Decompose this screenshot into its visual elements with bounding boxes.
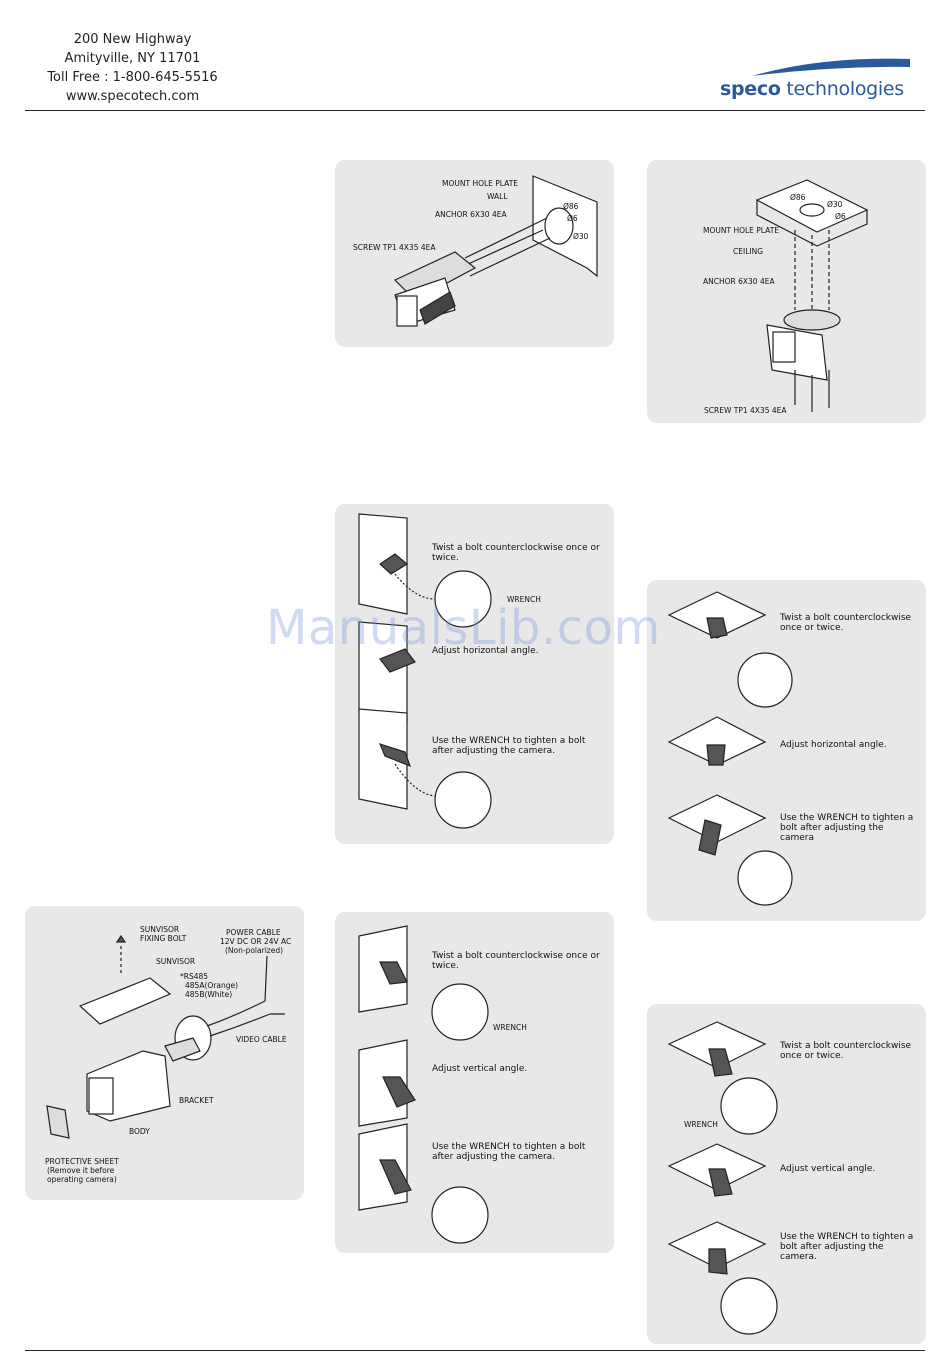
ceiling-horizontal-illustration: [667, 591, 793, 906]
label-mount-hole-plate: MOUNT HOLE PLATE: [442, 179, 519, 188]
label-body: BODY: [129, 1127, 150, 1136]
logo-bold: speco: [720, 78, 781, 100]
step-3-text: Use the WRENCH to tighten a bolt after a…: [432, 1142, 586, 1162]
camera-parts-illustration: [46, 934, 285, 1139]
label-wall: WALL: [487, 192, 508, 201]
ceiling-vertical-illustration: [667, 1021, 778, 1335]
logo-rest: technologies: [780, 78, 904, 100]
label-dim-86: Ø86: [563, 202, 579, 211]
wall-horizontal-panel: Twist a bolt counterclockwise once or tw…: [335, 504, 614, 844]
label-protective-sheet-3: operating camera): [47, 1175, 117, 1184]
label-sunvisor-bolt-1: SUNVISOR: [140, 925, 180, 934]
label-rs485-1: *RS485: [180, 972, 209, 981]
logo-swoosh-icon: [752, 58, 910, 76]
label-dim-6: Ø6: [835, 212, 846, 221]
step-2-text: Adjust horizontal angle.: [432, 646, 539, 656]
label-video-cable: VIDEO CABLE: [236, 1035, 287, 1044]
step-2-text: Adjust vertical angle.: [432, 1064, 528, 1074]
label-power-cable-3: (Non-polarized): [225, 946, 284, 955]
wall-horizontal-illustration: [358, 513, 492, 829]
footer-divider: [25, 1350, 925, 1351]
label-wrench: WRENCH: [684, 1120, 718, 1129]
ceiling-horizontal-panel: Twist a bolt counterclockwise once or tw…: [647, 580, 926, 921]
step-2-text: Adjust vertical angle.: [780, 1164, 876, 1174]
logo-wordmark: speco technologies: [720, 78, 904, 100]
wall-vertical-illustration: [358, 925, 489, 1244]
company-address: 200 New Highway Amityville, NY 11701 Tol…: [30, 30, 235, 106]
wall-vertical-panel: Twist a bolt counterclockwise once or tw…: [335, 912, 614, 1253]
label-protective-sheet-1: PROTECTIVE SHEET: [45, 1157, 119, 1166]
label-protective-sheet-2: (Remove it before: [47, 1166, 115, 1175]
label-anchor: ANCHOR 6x30 4EA: [703, 277, 775, 286]
wall-mount-illustration: [393, 175, 598, 327]
label-mount-hole-plate: MOUNT HOLE PLATE: [703, 226, 780, 235]
label-rs485-3: 485B(White): [185, 990, 233, 999]
parts-panel: SUNVISOR FIXING BOLT SUNVISOR POWER CABL…: [25, 906, 304, 1200]
step-3-text: Use the WRENCH to tighten a bolt after a…: [780, 1232, 914, 1262]
header-divider: [25, 110, 925, 111]
label-dim-86: Ø86: [790, 193, 806, 202]
label-dim-6: Ø6: [567, 214, 578, 223]
label-dim-30: Ø30: [827, 200, 843, 209]
watermark-text: ManualsLib.com: [266, 600, 661, 656]
step-1-text: Twist a bolt counterclockwise once or tw…: [780, 613, 912, 633]
ceiling-mount-panel: MOUNT HOLE PLATE CEILING ANCHOR 6x30 4EA…: [647, 160, 926, 423]
step-1-text: Twist a bolt counterclockwise once or tw…: [432, 951, 600, 971]
ceiling-mount-illustration: [755, 179, 869, 412]
label-screw: SCREW TP1 4x35 4EA: [704, 406, 787, 415]
label-sunvisor: SUNVISOR: [156, 957, 196, 966]
label-sunvisor-bolt-2: FIXING BOLT: [140, 934, 187, 943]
label-power-cable-1: POWER CABLE: [226, 928, 281, 937]
step-1-text: Twist a bolt counterclockwise once or tw…: [780, 1041, 912, 1061]
label-wrench: WRENCH: [493, 1023, 527, 1032]
ceiling-vertical-panel: Twist a bolt counterclockwise once or tw…: [647, 1004, 926, 1344]
label-wrench: WRENCH: [507, 595, 541, 604]
step-3-text: Use the WRENCH to tighten a bolt after a…: [432, 736, 586, 756]
label-ceiling: CEILING: [733, 247, 763, 256]
label-power-cable-2: 12V DC or 24V AC: [220, 937, 292, 946]
address-line-street: 200 New Highway: [73, 32, 192, 47]
website-link[interactable]: www.specotech.com: [65, 89, 200, 104]
step-3-text: Use the WRENCH to tighten a bolt after a…: [780, 813, 914, 843]
label-anchor: ANCHOR 6x30 4EA: [435, 210, 507, 219]
step-2-text: Adjust horizontal angle.: [780, 740, 887, 750]
phone-number: Toll Free : 1-800-645-5516: [47, 70, 218, 85]
address-line-city: Amityville, NY 11701: [64, 51, 201, 66]
label-bracket: BRACKET: [179, 1096, 214, 1105]
label-rs485-2: 485A(Orange): [185, 981, 239, 990]
wall-mount-panel: MOUNT HOLE PLATE WALL ANCHOR 6x30 4EA SC…: [335, 160, 614, 347]
label-screw: SCREW TP1 4x35 4EA: [353, 243, 436, 252]
step-1-text: Twist a bolt counterclockwise once or tw…: [432, 543, 600, 563]
label-dim-30: Ø30: [573, 232, 589, 241]
speco-logo: speco technologies: [712, 54, 917, 104]
